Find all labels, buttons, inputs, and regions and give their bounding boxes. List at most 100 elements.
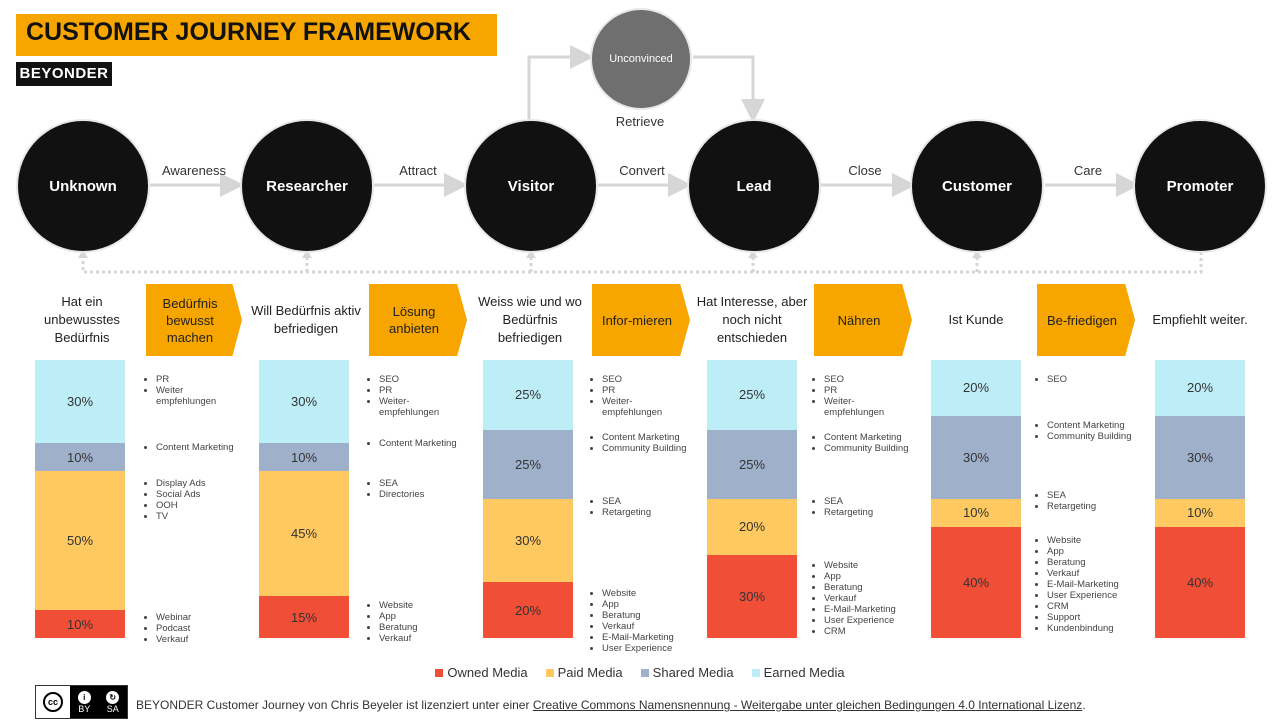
transition-attract: Attract [399,163,437,178]
stage-researcher: Researcher [242,121,372,251]
tactic-column: SEOPRWeiter-empfehlungenContent Marketin… [814,360,914,650]
media-mix-bar: 30%10%50%10% [35,360,125,638]
bar-segment-earned: 30% [35,360,125,444]
legend-swatch-owned [435,668,444,677]
tactic-list: WebinarPodcastVerkauf [146,612,191,645]
stage-description: Hat ein unbewusstes Bedürfnis [44,294,120,345]
tactic-list: Content MarketingCommunity Building [1037,420,1131,442]
stage-unconvinced: Unconvinced [592,10,690,108]
tactic-item: SEO [1047,374,1067,385]
tactic-item: Weiter-empfehlungen [602,396,692,418]
brand-logo: BEYONDER [16,62,112,86]
tactic-item: Podcast [156,623,191,634]
tactic-item: Content Marketing [824,432,908,443]
bar-segment-shared: 30% [931,415,1021,499]
tactic-list: WebsiteAppBeratungVerkaufE-Mail-Marketin… [814,560,896,637]
bar-segment-owned: 20% [483,582,573,638]
stage-visitor: Visitor [466,121,596,251]
tactic-list: Content MarketingCommunity Building [592,432,686,454]
action-chevron: Bedürfnis bewusst machen [146,284,242,356]
tactic-list: SEARetargeting [592,496,651,518]
tactic-item: Community Building [824,443,908,454]
media-mix-bar: 20%30%10%40% [1155,360,1245,638]
bar-segment-paid: 45% [259,471,349,597]
action-chevron: Be-friedigen [1037,284,1135,356]
legend-item: Owned Media [435,665,528,680]
cc-icon: cc [43,692,63,712]
transition-convert: Convert [619,163,665,178]
bar-segment-shared: 25% [483,429,573,499]
tactic-item: SEO [824,374,914,385]
tactic-item: SEA [1047,490,1096,501]
tactic-item: Website [379,600,418,611]
tactic-item: Retargeting [602,507,651,518]
stage-promoter: Promoter [1135,121,1265,251]
tactic-item: Website [602,588,674,599]
tactic-item: CRM [824,626,896,637]
bar-segment-paid: 30% [483,499,573,583]
media-mix-bar: 25%25%20%30% [707,360,797,638]
tactic-item: E-Mail-Marketing [602,632,674,643]
title-banner [16,14,497,56]
tactic-item: Content Marketing [156,442,234,453]
tactic-column: PRWeiter empfehlungenContent MarketingDi… [146,360,246,650]
bar-segment-owned: 15% [259,596,349,638]
tactic-item: Website [824,560,896,571]
tactic-item: PR [379,385,469,396]
tactic-column: SEOPRWeiter-empfehlungenContent Marketin… [592,360,692,654]
stage-description: Will Bedürfnis aktiv befriedigen [251,303,361,336]
bar-segment-paid: 50% [35,471,125,611]
tactic-item: Content Marketing [1047,420,1131,431]
tactic-item: App [1047,546,1119,557]
tactic-item: SEA [379,478,424,489]
action-chevron: Nähren [814,284,912,356]
tactic-list: Display AdsSocial AdsOOHTV [146,478,206,522]
journey-connectors [78,45,1203,274]
tactic-list: SEOPRWeiter-empfehlungen [592,374,692,418]
tactic-item: App [824,571,896,582]
stage-description: Hat Interesse, aber noch nicht entschied… [696,294,808,345]
tactic-list: SEO [1037,374,1067,385]
tactic-list: SEARetargeting [1037,490,1096,512]
tactic-item: Social Ads [156,489,206,500]
tactic-column: SEO Content MarketingCommunity BuildingSE… [1037,360,1137,650]
tactic-item: PR [824,385,914,396]
bar-segment-earned: 20% [1155,360,1245,416]
transition-awareness: Awareness [161,163,227,178]
tactic-item: Directories [379,489,424,500]
legend-item: Paid Media [545,665,623,680]
tactic-item: Verkauf [379,633,418,644]
transition-retrieve: Retrieve [615,114,665,129]
share-alike-icon: ↻ [106,690,120,704]
stage-description: Ist Kunde [948,312,1004,327]
bar-segment-owned: 40% [1155,526,1245,638]
stage-unknown: Unknown [18,121,148,251]
license-link[interactable]: Creative Commons Namensnennung - Weiterg… [532,698,1083,712]
bar-segment-paid: 10% [931,499,1021,527]
bar-segment-owned: 10% [35,610,125,638]
tactic-item: Community Building [1047,431,1131,442]
tactic-item: User Experience [1047,590,1119,601]
bar-segment-shared: 10% [259,443,349,472]
legend-swatch-earned [751,668,760,677]
legend-item: Earned Media [751,665,845,680]
bar-segment-earned: 20% [931,360,1021,416]
tactic-list: WebsiteAppBeratungVerkaufE-Mail-Marketin… [1037,535,1119,634]
tactic-item: Verkauf [602,621,674,632]
tactic-list: Content MarketingCommunity Building [814,432,908,454]
tactic-item: Content Marketing [379,438,457,449]
tactic-item: OOH [156,500,206,511]
tactic-item: TV [156,511,206,522]
transition-close: Close [848,163,882,178]
tactic-item: Beratung [379,622,418,633]
legend-swatch-paid [545,668,554,677]
stage-customer: Customer [912,121,1042,251]
bar-segment-paid: 20% [707,499,797,555]
tactic-item: Retargeting [1047,501,1096,512]
tactic-item: Beratung [824,582,896,593]
tactic-item: SEA [602,496,651,507]
tactic-item: Verkauf [824,593,896,604]
tactic-item: Webinar [156,612,191,623]
tactic-column: SEOPRWeiter-empfehlungenContent Marketin… [369,360,469,650]
